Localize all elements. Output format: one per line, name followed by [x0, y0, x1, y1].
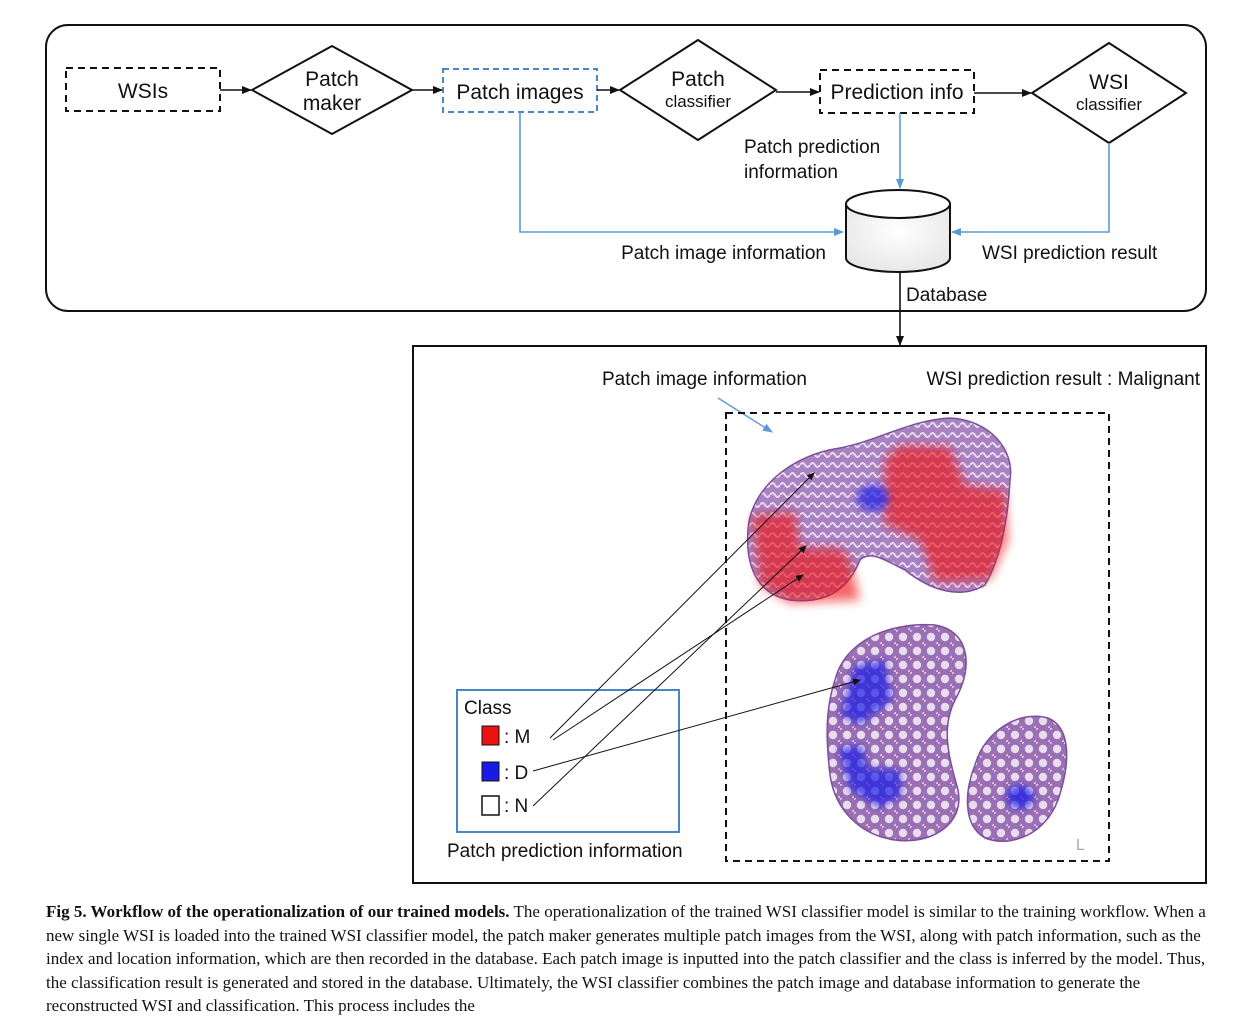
dysplasia-region-2 — [840, 660, 892, 725]
patch-classifier-node: Patch classifier — [618, 38, 778, 142]
wsi-prediction-result-label: WSI prediction result — [982, 243, 1158, 264]
patch-classifier-label-2: classifier — [665, 92, 731, 111]
workflow-panel — [45, 24, 1207, 312]
legend-label-m: : M — [504, 727, 530, 748]
pointer-n-to-tissue — [532, 545, 807, 807]
tissue-lower-right — [966, 715, 1068, 842]
reconstructed-wsi: L — [746, 417, 1085, 854]
database-label: Database — [906, 285, 987, 306]
database-node — [845, 189, 951, 273]
patch-prediction-label-1: Patch prediction — [744, 137, 880, 158]
patch-maker-node: Patch maker — [249, 44, 415, 136]
tissue-lower-left — [826, 623, 967, 842]
wsi-classifier-node: WSI classifier — [1030, 41, 1188, 145]
patch-image-information-label: Patch image information — [621, 243, 826, 264]
result-wsi-prediction: WSI prediction result : Malignant — [926, 369, 1200, 390]
pointer-arrow-patch-image — [717, 397, 773, 433]
connector-wsi-result-to-db — [951, 143, 1110, 236]
connector-patch-images-to-db — [519, 112, 844, 236]
patch-maker-label-2: maker — [303, 92, 361, 115]
legend-label-n: : N — [504, 796, 528, 817]
wsis-node: WSIs — [65, 67, 221, 112]
legend-swatch-m — [481, 725, 500, 746]
patch-images-node: Patch images — [442, 68, 598, 113]
patch-classifier-label-1: Patch — [671, 68, 725, 91]
prediction-info-label: Prediction info — [830, 81, 963, 104]
pointer-m-to-tissue-2 — [552, 574, 804, 741]
slide-mark: L — [1076, 837, 1085, 854]
wsi-classifier-label-2: classifier — [1076, 95, 1142, 114]
prediction-info-node: Prediction info — [819, 69, 975, 114]
legend-swatch-n — [481, 795, 500, 816]
caption-title: Fig 5. Workflow of the operationalizatio… — [46, 902, 510, 921]
pointer-m-to-tissue — [549, 472, 815, 739]
legend-swatch-d — [481, 761, 500, 782]
wsi-frame — [725, 412, 1110, 862]
patch-images-label: Patch images — [456, 81, 583, 104]
malignant-region-right — [885, 445, 1008, 582]
result-patch-prediction-information: Patch prediction information — [447, 841, 683, 862]
wsi-classifier-label-1: WSI — [1089, 71, 1129, 94]
pointer-d-to-tissue — [532, 678, 861, 772]
patch-prediction-label-2: information — [744, 162, 838, 183]
workflow-figure: WSIs Patch maker Patch images Patch clas… — [45, 24, 1207, 884]
caption-body: The operationalization of the trained WS… — [46, 902, 1206, 1015]
wsis-label: WSIs — [118, 80, 168, 103]
dysplasia-region-3 — [838, 745, 902, 808]
result-patch-image-information: Patch image information — [602, 369, 807, 390]
legend-label-d: : D — [504, 763, 528, 784]
patch-maker-label-1: Patch — [305, 68, 359, 91]
dysplasia-region-4 — [1006, 785, 1034, 809]
figure-caption: Fig 5. Workflow of the operationalizatio… — [46, 900, 1216, 1018]
legend-title: Class — [464, 698, 512, 719]
dysplasia-region-1 — [857, 485, 889, 511]
malignant-region-left — [752, 512, 860, 603]
